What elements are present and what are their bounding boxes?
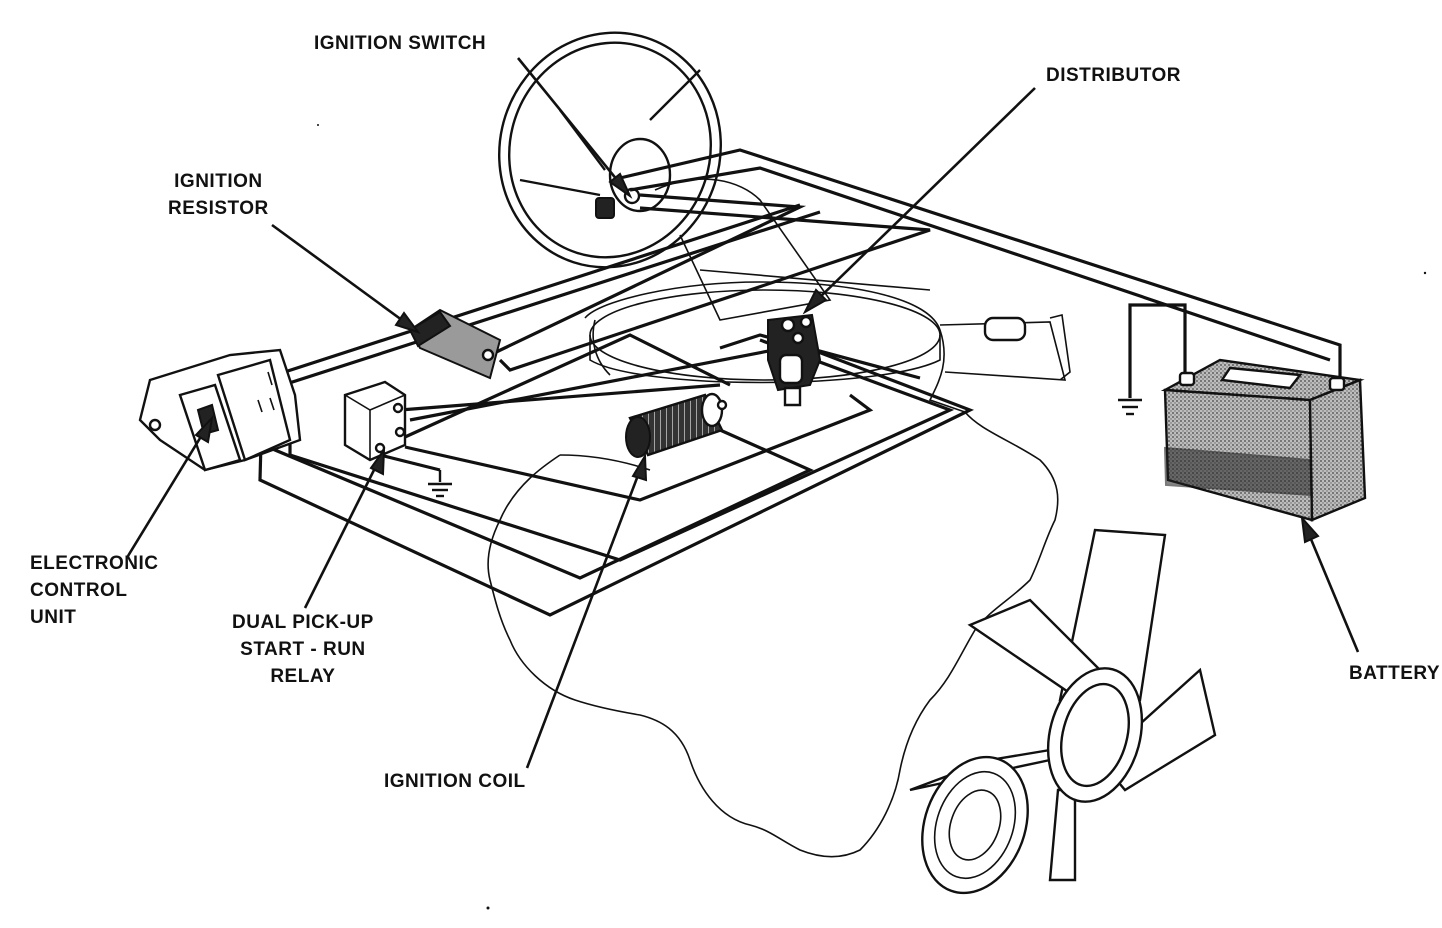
leader-ignition-switch [516,57,633,199]
ground-symbol-relay [428,470,452,498]
distributor [767,313,822,407]
wiring-harness [258,148,1342,617]
label-ignition-resistor: IGNITION RESISTOR [168,171,269,219]
leader-ignition-resistor [271,223,421,334]
leader-distributor [802,87,1036,315]
air-cleaner [589,289,1071,384]
leader-electronic-control-unit [126,414,214,557]
scan-speck [486,906,490,910]
ground-symbol-battery [1118,303,1187,416]
leader-ignition-coil [525,452,648,769]
label-distributor: DISTRIBUTOR [1046,65,1181,86]
leader-battery [1300,514,1360,653]
label-dual-pickup-relay: DUAL PICK-UP START - RUN RELAY [232,612,374,687]
ignition-coil [625,392,728,458]
cooling-fan [909,528,1217,895]
scan-speck [317,124,319,126]
scan-speck [1423,271,1427,275]
battery [1160,358,1367,522]
label-ignition-coil: IGNITION COIL [384,771,526,792]
start-run-relay [343,380,407,462]
ignition-resistor [408,308,502,380]
leader-relay [303,446,386,609]
label-electronic-control-unit: ELECTRONIC CONTROL UNIT [30,553,159,628]
label-ignition-switch: IGNITION SWITCH [314,33,487,54]
label-battery: BATTERY [1349,663,1441,684]
